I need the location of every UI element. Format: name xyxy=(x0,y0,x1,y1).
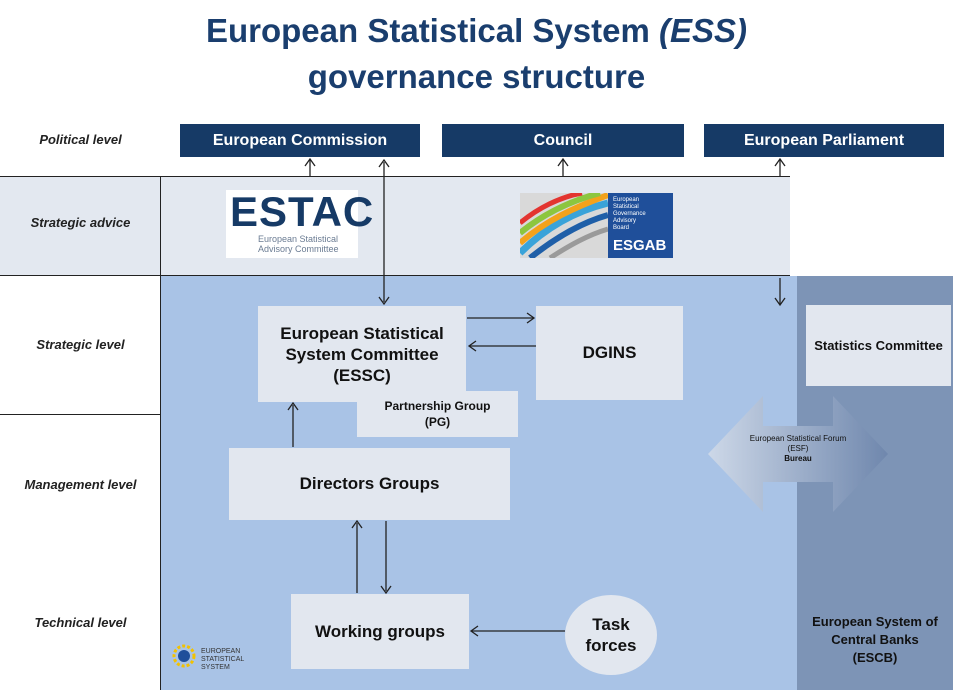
european-commission-box: European Commission xyxy=(180,124,420,157)
level-strategic: Strategic level xyxy=(36,337,125,352)
estac-logo-text: ESTAC xyxy=(230,188,375,235)
esgab-small-1: European xyxy=(613,197,640,203)
escb-line3: (ESCB) xyxy=(852,650,898,665)
title-line1: European Statistical System xyxy=(205,12,659,49)
esgab-name: ESGAB xyxy=(613,237,667,254)
level-strategic-advice: Strategic advice xyxy=(30,215,131,230)
estac-caption-1: European Statistical xyxy=(258,234,339,244)
esf-label: European Statistical Forum (ESF) Bureau xyxy=(728,434,868,464)
arrow-commission-essc-head-up xyxy=(378,158,390,168)
estac-caption-2: Advisory Committee xyxy=(258,244,339,254)
esf-line3: Bureau xyxy=(784,454,812,463)
divider-vertical-left xyxy=(160,176,161,690)
european-parliament-box: European Parliament xyxy=(704,124,944,157)
divider-advice-bottom xyxy=(0,275,790,276)
esgab-small-5: Board xyxy=(613,225,630,231)
escb-line2: Central Banks xyxy=(831,632,919,647)
task-forces-line1: Task xyxy=(592,615,630,634)
esf-line2: (ESF) xyxy=(787,444,809,453)
ess-logo-line1: EUROPEAN xyxy=(201,648,241,655)
escb-label: European System of Central Banks (ESCB) xyxy=(800,613,950,667)
task-forces-circle: Task forces xyxy=(565,595,657,675)
ess-logo-line2: STATISTICAL xyxy=(201,656,245,663)
esf-line1: European Statistical Forum xyxy=(749,434,847,443)
divider-advice-top xyxy=(0,176,790,177)
diagram-title: European Statistical System (ESS) xyxy=(0,10,953,52)
statistics-committee-box: Statistics Committee xyxy=(806,305,951,386)
essc-box: European Statistical System Committee (E… xyxy=(258,306,466,402)
arrow-commission-essc-head-down xyxy=(378,296,390,306)
level-management: Management level xyxy=(24,477,137,492)
ess-logo-line3: SYSTEM xyxy=(201,664,230,671)
essc-line2: System Committee xyxy=(285,344,439,364)
esgab-blue-block: European Statistical Governance Advisory… xyxy=(608,193,673,258)
essc-line1: European Statistical xyxy=(280,323,444,343)
divider-strategic-management xyxy=(0,414,160,415)
estac-logo: ESTAC European Statistical Advisory Comm… xyxy=(226,188,375,258)
ess-logo-text: EUROPEAN STATISTICAL SYSTEM xyxy=(201,648,244,672)
task-forces-line2: forces xyxy=(585,636,637,655)
essc-line3: (ESSC) xyxy=(333,365,391,385)
esgab-logo: European Statistical Governance Advisory… xyxy=(520,193,673,258)
level-technical: Technical level xyxy=(34,615,127,630)
title-abbr: (ESS) xyxy=(658,12,747,49)
pg-line2: (PG) xyxy=(424,415,451,429)
dgins-box: DGINS xyxy=(536,306,683,400)
council-box: Council xyxy=(442,124,684,157)
esf-double-arrow xyxy=(708,396,888,512)
level-political: Political level xyxy=(39,132,122,147)
working-groups-box: Working groups xyxy=(291,594,469,669)
directors-groups-box: Directors Groups xyxy=(229,448,510,520)
ess-stars-icon xyxy=(172,644,196,668)
esgab-small-3: Governance xyxy=(613,211,646,217)
esgab-swirl-graphic xyxy=(520,193,608,258)
pg-line1: Partnership Group xyxy=(384,399,491,413)
diagram-subtitle: governance structure xyxy=(307,58,646,95)
esgab-small-4: Advisory xyxy=(613,218,637,224)
escb-line1: European System of xyxy=(812,614,938,629)
partnership-group-box: Partnership Group (PG) xyxy=(357,391,518,437)
esgab-small-2: Statistical xyxy=(613,204,639,210)
